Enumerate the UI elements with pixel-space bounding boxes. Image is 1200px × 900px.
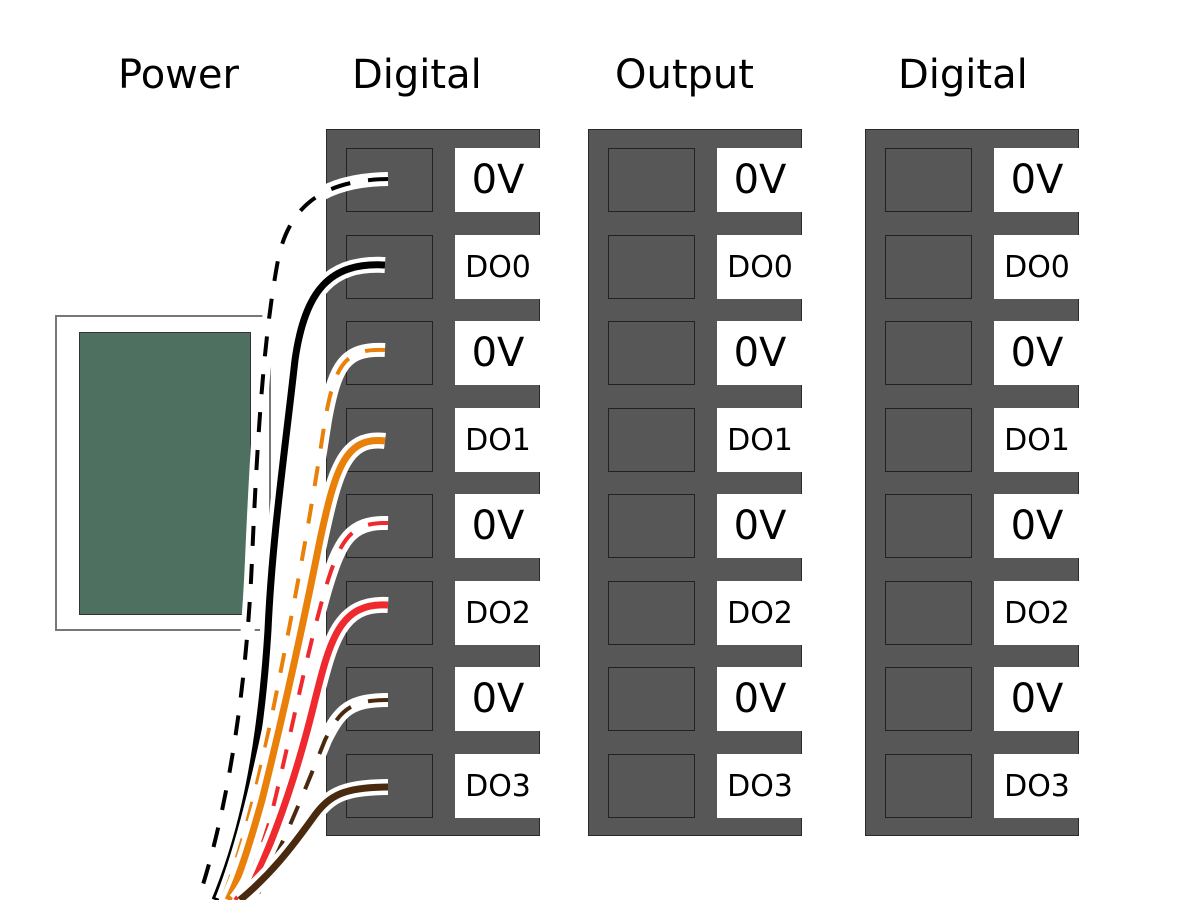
terminal-socket[interactable] <box>346 235 433 299</box>
wire-core <box>237 783 389 900</box>
terminal-label: DO3 <box>455 754 541 818</box>
terminal-socket[interactable] <box>885 408 972 472</box>
terminal-label: 0V <box>455 148 541 212</box>
terminal-socket[interactable] <box>608 581 695 645</box>
terminal-socket[interactable] <box>608 321 695 385</box>
wire-core <box>241 601 389 900</box>
power-module-panel <box>79 332 251 615</box>
terminal-row: DO0 <box>327 235 541 301</box>
wire-0v-2 <box>215 342 386 900</box>
wire-do1-3 <box>220 432 386 900</box>
terminal-row: 0V <box>866 667 1080 733</box>
terminal-row: 0V <box>589 148 803 214</box>
terminal-row: 0V <box>589 667 803 733</box>
terminal-socket[interactable] <box>885 235 972 299</box>
terminal-label: 0V <box>717 148 803 212</box>
terminal-label: DO1 <box>994 408 1080 472</box>
power-title: Power <box>118 52 239 98</box>
terminal-label: DO1 <box>455 408 541 472</box>
terminal-row: 0V <box>327 148 541 214</box>
terminal-socket[interactable] <box>885 581 972 645</box>
terminal-socket[interactable] <box>608 408 695 472</box>
terminal-label: DO2 <box>455 581 541 645</box>
terminal-label: DO0 <box>994 235 1080 299</box>
terminal-row: DO2 <box>866 581 1080 647</box>
digital-module-2-title: Digital <box>898 52 1028 98</box>
terminal-socket[interactable] <box>885 321 972 385</box>
terminal-row: 0V <box>589 321 803 387</box>
terminal-label: 0V <box>455 494 541 558</box>
terminal-label: 0V <box>994 667 1080 731</box>
terminal-socket[interactable] <box>608 235 695 299</box>
terminal-label: 0V <box>455 667 541 731</box>
output-module-title: Output <box>615 52 754 98</box>
wire-do2-5 <box>237 596 389 900</box>
wire-core <box>220 347 386 900</box>
terminal-label: 0V <box>994 148 1080 212</box>
digital-module-1-title: Digital <box>352 52 482 98</box>
terminal-row: DO0 <box>589 235 803 301</box>
terminal-label: DO2 <box>717 581 803 645</box>
terminal-label: 0V <box>717 494 803 558</box>
terminal-row: 0V <box>327 494 541 560</box>
wire-core <box>196 177 389 900</box>
output-module: 0V DO0 0V DO1 0V DO2 0V DO3 <box>588 129 803 836</box>
terminal-label: 0V <box>717 321 803 385</box>
wire-0v-0 <box>191 172 389 900</box>
terminal-socket[interactable] <box>885 667 972 731</box>
terminal-socket[interactable] <box>608 667 695 731</box>
terminal-row: 0V <box>866 494 1080 560</box>
wire-core <box>224 437 386 900</box>
terminal-row: 0V <box>866 321 1080 387</box>
terminal-label: DO3 <box>994 754 1080 818</box>
terminal-label: 0V <box>455 321 541 385</box>
terminal-socket[interactable] <box>608 494 695 558</box>
terminal-socket[interactable] <box>608 148 695 212</box>
terminal-socket[interactable] <box>608 754 695 818</box>
terminal-row: DO0 <box>866 235 1080 301</box>
wire-do3-7 <box>234 779 389 900</box>
terminal-row: 0V <box>589 494 803 560</box>
terminal-label: DO2 <box>994 581 1080 645</box>
terminal-socket[interactable] <box>885 754 972 818</box>
digital-module-2: 0V DO0 0V DO1 0V DO2 0V DO3 <box>865 129 1080 836</box>
terminal-row: DO1 <box>589 408 803 474</box>
terminal-label: 0V <box>994 494 1080 558</box>
terminal-row: DO1 <box>866 408 1080 474</box>
terminal-socket[interactable] <box>885 494 972 558</box>
terminal-row: DO3 <box>589 754 803 820</box>
terminal-row: 0V <box>866 148 1080 214</box>
terminal-socket[interactable] <box>885 148 972 212</box>
terminal-label: 0V <box>994 321 1080 385</box>
terminal-label: 0V <box>717 667 803 731</box>
digital-module-1: 0V DO0 0V DO1 0V DO2 0V DO3 <box>326 129 541 836</box>
terminal-row: 0V <box>327 321 541 387</box>
terminal-row: DO3 <box>866 754 1080 820</box>
terminal-label: DO0 <box>455 235 541 299</box>
terminal-label: DO1 <box>717 408 803 472</box>
terminal-label: DO0 <box>717 235 803 299</box>
terminal-label: DO3 <box>717 754 803 818</box>
terminal-row: DO2 <box>589 581 803 647</box>
power-module <box>55 315 271 631</box>
